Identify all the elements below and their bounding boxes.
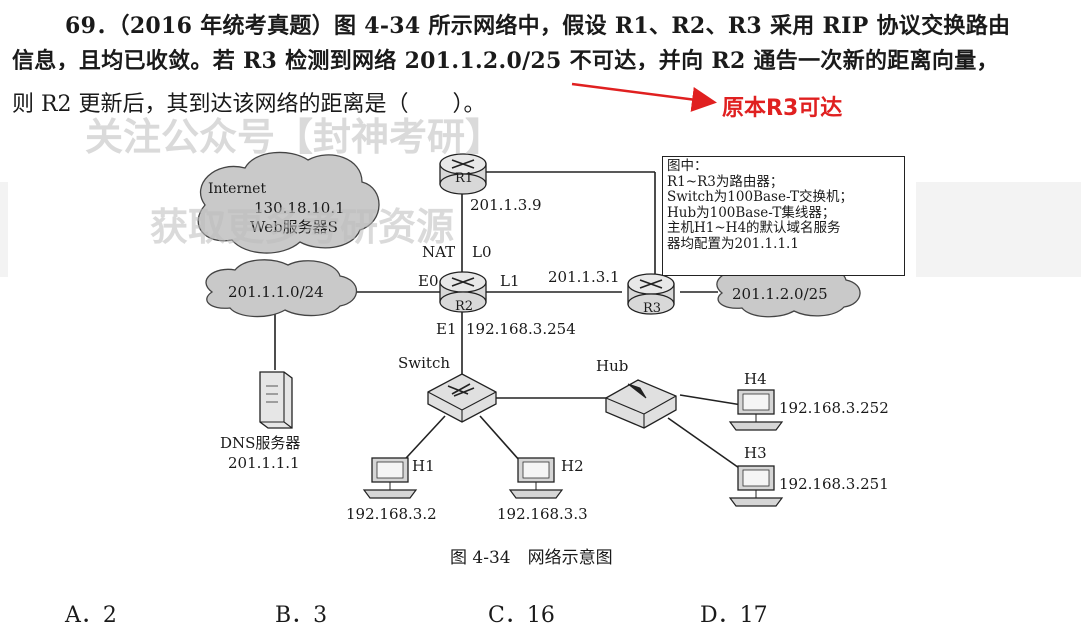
- r1-label: R1: [455, 171, 473, 186]
- right-net-label: 201.1.2.0/25: [732, 285, 828, 303]
- router-r1: [439, 153, 487, 195]
- legend-line: Switch为100Base-T交换机；: [667, 189, 854, 205]
- h1-label: H1: [412, 457, 435, 475]
- e1-label: E1: [436, 320, 457, 338]
- question-line-1: 69．（2016 年统考真题）图 4-34 所示网络中，假设 R1、R2、R3 …: [65, 13, 1011, 39]
- r3-label: R3: [643, 301, 661, 316]
- legend-line: 图中：: [667, 158, 708, 174]
- page-edge-band-right: [916, 182, 1081, 277]
- web-server-ip: 130.18.10.1: [254, 199, 345, 217]
- legend-line: R1~R3为路由器；: [667, 173, 784, 190]
- host-h3-icon: [728, 465, 784, 507]
- legend-line: 主机H1~H4的默认域名服务: [667, 220, 841, 236]
- internet-cloud: [197, 151, 380, 254]
- l1-label: L1: [500, 272, 520, 290]
- host-h4-icon: [728, 389, 784, 431]
- r2-l1-ip: 201.1.3.1: [548, 268, 620, 286]
- figure-caption: 图 4-34 网络示意图: [450, 548, 613, 568]
- r2-e1-ip: 192.168.3.254: [466, 320, 576, 338]
- hub-icon: [605, 379, 677, 429]
- h4-ip: 192.168.3.252: [779, 399, 889, 417]
- dns-label: DNS服务器: [220, 434, 300, 452]
- legend-line: 器均配置为201.1.1.1: [667, 235, 799, 252]
- host-h1-icon: [362, 457, 418, 499]
- watermark-line-1: 关注公众号【封神考研】: [85, 115, 504, 159]
- option-c[interactable]: C．16: [488, 603, 555, 628]
- figure-legend: 图中： R1~R3为路由器； Switch为100Base-T交换机； Hub为…: [662, 156, 905, 276]
- link-hub-h4: [679, 394, 743, 406]
- r2-label: R2: [455, 299, 473, 314]
- question-line-2: 信息，且均已收敛。若 R3 检测到网络 201.1.2.0/25 不可达，并向 …: [12, 48, 999, 74]
- h1-ip: 192.168.3.2: [346, 505, 437, 523]
- page-edge-band-left: [0, 182, 8, 277]
- hub-label: Hub: [596, 357, 628, 375]
- legend-line: Hub为100Base-T集线器；: [667, 204, 836, 221]
- l0-label: L0: [472, 243, 492, 261]
- switch-label: Switch: [398, 354, 450, 372]
- annotation-label: 原本R3可达: [722, 96, 843, 121]
- dns-ip: 201.1.1.1: [228, 454, 300, 472]
- watermark-line-2: 获取更多考研资源: [150, 205, 455, 249]
- cloud-left-net: [205, 259, 357, 318]
- router-r3: [627, 273, 675, 315]
- h2-ip: 192.168.3.3: [497, 505, 588, 523]
- annotation-arrow: [571, 82, 717, 112]
- h4-label: H4: [744, 370, 767, 388]
- h3-ip: 192.168.3.251: [779, 475, 889, 493]
- web-server-label: Web服务器S: [250, 218, 338, 236]
- option-a[interactable]: A．2: [65, 603, 117, 628]
- h3-label: H3: [744, 444, 767, 462]
- left-net-label: 201.1.1.0/24: [228, 283, 324, 301]
- option-b[interactable]: B．3: [275, 603, 328, 628]
- h2-label: H2: [561, 457, 584, 475]
- nat-label: NAT: [422, 243, 455, 261]
- dns-server-icon: [259, 371, 293, 429]
- link-hub-h3: [667, 417, 743, 471]
- router-r2: [439, 271, 487, 313]
- host-h2-icon: [508, 457, 564, 499]
- internet-label: Internet: [208, 181, 266, 197]
- question-line-3: 则 R2 更新后，其到达该网络的距离是（ ）。: [12, 92, 486, 117]
- switch-icon: [427, 373, 497, 423]
- option-d[interactable]: D．17: [700, 603, 768, 628]
- r1-ip: 201.1.3.9: [470, 196, 542, 214]
- e0-label: E0: [418, 272, 439, 290]
